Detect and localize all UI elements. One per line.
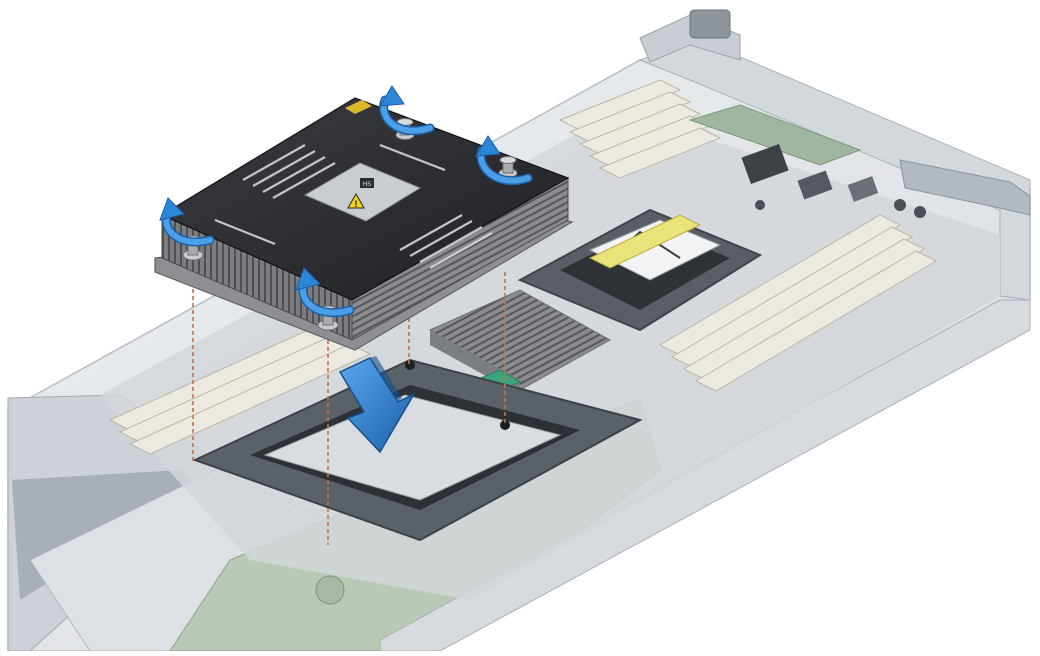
dimm-bank-right <box>658 214 938 392</box>
heatsink-logo-block <box>360 178 374 188</box>
curved-rotation-arrow-icon <box>475 135 533 186</box>
curved-rotation-arrow-icon <box>295 267 355 318</box>
board-components <box>688 104 926 218</box>
captive-screw-rear-right <box>498 156 518 178</box>
dimm-bank-top <box>558 79 722 179</box>
heatsink-top-markings <box>214 143 493 269</box>
socket-standoff <box>405 360 415 370</box>
motherboard <box>100 79 1000 600</box>
heatsink-corner-label <box>345 100 372 114</box>
heatsink-logo-symbol: HS <box>363 182 371 188</box>
curved-rotation-arrow-icon <box>159 197 215 247</box>
socket-cover-label <box>588 214 702 269</box>
warning-triangle-icon <box>347 192 365 209</box>
socket-standoff <box>500 420 510 430</box>
cpu-socket-2 <box>517 208 763 332</box>
processor-heatsink: ! HS <box>154 97 574 351</box>
down-arrow-icon <box>338 356 416 454</box>
heatsink-center-label <box>303 162 422 222</box>
riser-screw <box>315 575 345 605</box>
curved-rotation-arrow-icon <box>379 85 435 136</box>
cpu-socket-1 <box>192 358 643 542</box>
warning-symbol: ! <box>355 199 358 209</box>
alignment-guides <box>192 272 506 545</box>
sled-handle <box>639 9 1031 216</box>
